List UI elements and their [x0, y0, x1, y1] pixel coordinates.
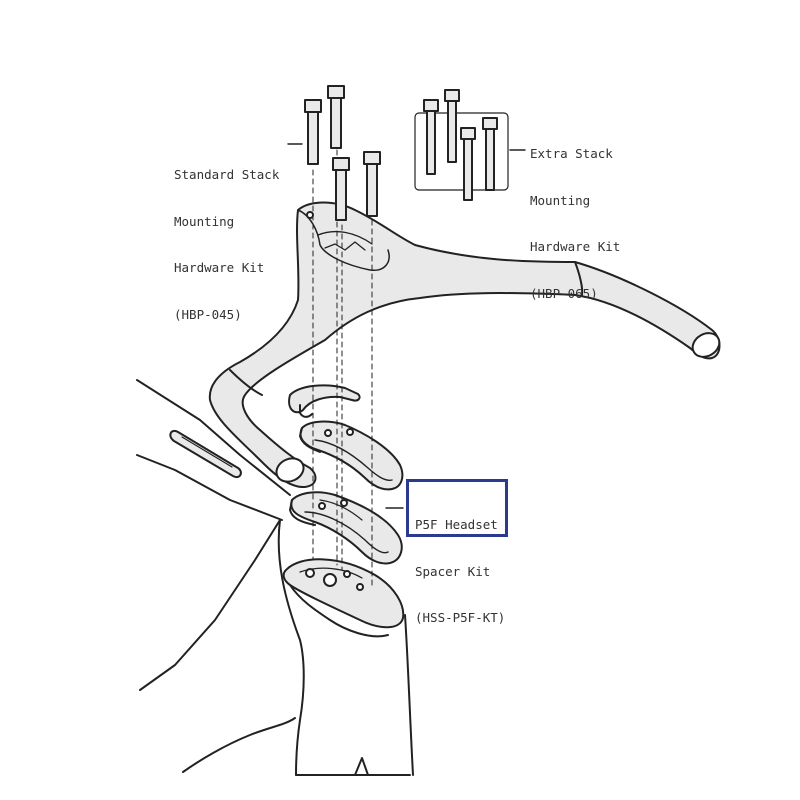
standard-kit-line-2: Mounting: [174, 213, 235, 229]
leader-lines: [287, 143, 526, 509]
extra-kit-line-3: Hardware Kit: [530, 239, 621, 254]
standard-kit-line-1: Standard Stack: [174, 167, 280, 182]
standard-stack-kit-label: Standard Stack Mounting Hardware Kit (HB…: [174, 136, 279, 338]
standard-kit-line-3: Hardware Kit: [174, 260, 265, 275]
extra-kit-line-1: Extra Stack: [530, 146, 613, 161]
extra-stack-kit-label: Extra Stack Mounting Hardware Kit (HBP-0…: [530, 115, 620, 317]
top-cap: [288, 384, 361, 418]
headset-spacer-kit-label: P5F Headset Spacer Kit (HSS-P5F-KT): [406, 479, 508, 625]
handlebar: [208, 201, 721, 489]
bike-frame: [136, 379, 414, 776]
extra-kit-line-2: Mounting: [530, 192, 591, 208]
standard-bolts: [304, 85, 381, 221]
headset-spacer-upper: [299, 420, 404, 491]
head-tube-top: [282, 558, 405, 638]
headset-spacer-lower: [289, 491, 403, 565]
alignment-lines: [312, 149, 373, 586]
extra-kit-line-4: (HBP-065): [530, 285, 598, 301]
frame-slot: [169, 430, 242, 478]
spacer-kit-line-1: P5F Headset: [415, 517, 498, 532]
standard-kit-line-4: (HBP-045): [174, 306, 242, 322]
extra-bolts: [414, 89, 509, 201]
spacer-kit-line-2: Spacer Kit: [415, 563, 491, 579]
spacer-kit-line-3: (HSS-P5F-KT): [415, 610, 506, 625]
